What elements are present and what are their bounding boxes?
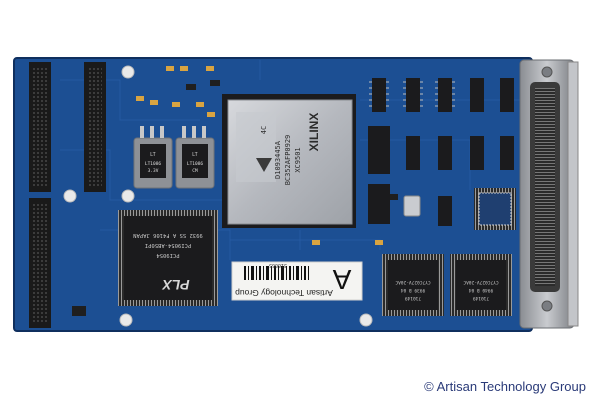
copyright-symbol: © xyxy=(424,379,434,394)
fpga-line-3: D1093445A xyxy=(274,140,282,179)
sram-2-line-1: CY7C027V-20AC xyxy=(463,279,499,285)
plx-line-1: PCI9054-AB50PI xyxy=(145,242,191,248)
qfp-chip xyxy=(474,188,516,230)
fpga-line-4: 4C xyxy=(260,126,268,134)
plx-logo: PLX xyxy=(161,277,190,293)
regulator-1-line-1: LT1086 xyxy=(145,161,162,167)
plx-line-2: 9932 SS A F4106 JAPAN xyxy=(133,232,203,238)
fpga-line-2: BC352AFP0929 xyxy=(284,135,292,186)
artisan-a-logo: A xyxy=(332,264,351,295)
asset-label-sticker: 316065 Artisan Technology Group A xyxy=(231,261,363,301)
chip-pins xyxy=(369,81,455,107)
regulator-2-line-2: CM xyxy=(192,168,198,174)
barcode xyxy=(244,266,309,280)
smd-components xyxy=(72,66,398,316)
voltage-regulator-1: LT LT1086 3.3V xyxy=(133,126,173,189)
buffer-chips xyxy=(368,78,514,226)
sram-chip-1: CY7C027V-20AC 9939 B 04 710149 xyxy=(382,254,444,316)
pmc-connector-pn1 xyxy=(29,62,51,192)
regulator-2-brand: LT xyxy=(192,152,197,158)
barcode-number: 316065 xyxy=(269,262,287,268)
fpga-line-1: XC9501 xyxy=(294,147,302,172)
sram-2-line-3: 710149 xyxy=(473,295,490,301)
regulator-1-line-2: 3.3V xyxy=(148,168,159,174)
sram-1-line-3: 710149 xyxy=(405,295,422,301)
sram-chip-2: CY7C027V-20AC 9940 B 04 710149 xyxy=(450,254,512,316)
xilinx-fpga-chip: XILINX XC9501 BC352AFP0929 D1093445A 4C xyxy=(222,94,356,228)
fpga-logo-icon xyxy=(256,158,272,172)
photo-credit: © Artisan Technology Group xyxy=(424,379,586,394)
sram-1-line-2: 9939 B 04 xyxy=(401,287,426,293)
dsub-front-connector xyxy=(519,59,579,329)
fpga-brand: XILINX xyxy=(307,113,321,152)
crystal-oscillator xyxy=(403,195,421,217)
pmc-connector-pn2 xyxy=(84,62,106,192)
plx-bridge-chip: 9932 SS A F4106 JAPAN PCI9054-AB50PI PCI… xyxy=(118,210,218,306)
regulator-2-line-1: LT1086 xyxy=(187,161,204,167)
mounting-holes xyxy=(63,65,373,327)
label-company-name: Artisan Technology Group xyxy=(235,288,333,298)
credit-text: Artisan Technology Group xyxy=(436,379,586,394)
voltage-regulator-2: LT LT1086 CM xyxy=(175,126,215,189)
sram-2-line-2: 9940 B 04 xyxy=(469,287,494,293)
pmc-connector-pn4 xyxy=(29,198,51,328)
regulator-1-brand: LT xyxy=(150,152,155,158)
sram-1-line-1: CY7C027V-20AC xyxy=(395,279,431,285)
plx-line-3: PCI9054 xyxy=(156,252,180,258)
